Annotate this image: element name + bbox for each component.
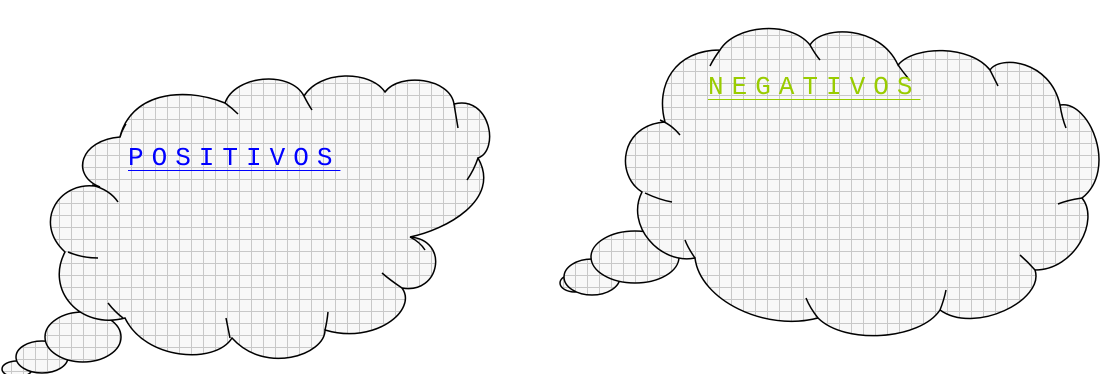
positive-cloud-body	[50, 76, 489, 358]
positive-cloud	[2, 76, 490, 374]
negative-cloud-label: NEGATIVOS	[708, 74, 920, 100]
positive-cloud-label: POSITIVOS	[128, 145, 340, 171]
